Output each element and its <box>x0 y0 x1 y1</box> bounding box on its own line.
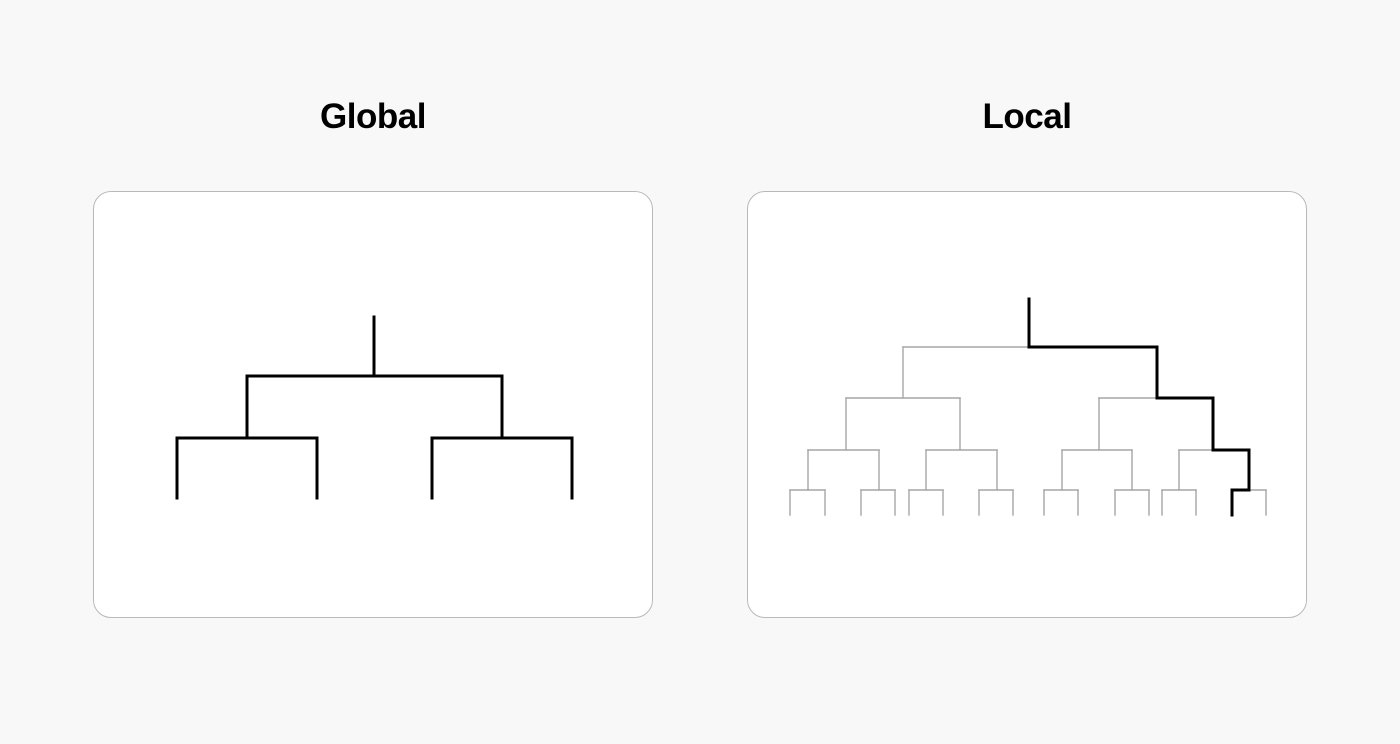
local-title: Local <box>982 97 1072 136</box>
local-panel <box>747 191 1307 618</box>
global-panel <box>93 191 653 618</box>
global-title: Global <box>320 97 426 136</box>
global-tree-diagram <box>175 315 574 500</box>
local-tree-diagram <box>789 297 1267 517</box>
